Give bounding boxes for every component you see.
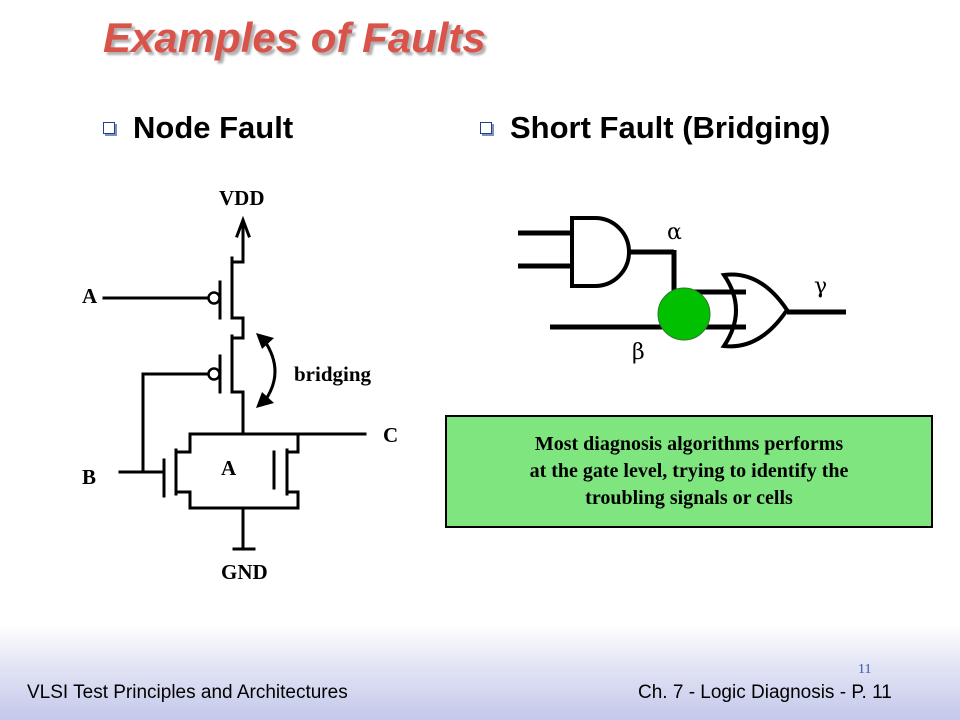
footer-band <box>0 625 960 720</box>
slide-title: Examples of Faults <box>103 14 486 61</box>
bullet-label: Short Fault (Bridging) <box>510 110 831 145</box>
output-c-label: C <box>383 423 399 447</box>
gnd-label: GND <box>221 560 268 584</box>
beta-label: β <box>632 340 645 365</box>
bridging-label: bridging <box>294 362 372 386</box>
and-gate-icon <box>570 216 631 288</box>
pmos-top-bubble <box>207 291 221 305</box>
bullet-node-fault: Node Fault <box>103 110 293 146</box>
or-gate-icon <box>720 272 790 349</box>
note-line: troubling signals or cells <box>585 487 793 509</box>
vdd-label: VDD <box>219 186 265 210</box>
gamma-label: γ <box>814 274 828 299</box>
pmos-bottom-bubble <box>207 367 221 381</box>
nmos-a-label: A <box>221 456 237 480</box>
diagnosis-note-box: Most diagnosis algorithms performs at th… <box>445 415 933 528</box>
bridging-arrowhead-bottom <box>256 392 274 408</box>
bridging-fault-dot <box>657 287 711 341</box>
page-number: 11 <box>858 662 872 677</box>
footer-chapter: Ch. 7 - Logic Diagnosis - P. 11 <box>638 682 892 703</box>
alpha-label: α <box>667 220 682 245</box>
bullet-short-fault: Short Fault (Bridging) <box>480 110 830 146</box>
footer-course-title: VLSI Test Principles and Architectures <box>27 682 348 703</box>
square-bullet-icon <box>103 122 115 134</box>
vdd-arrow-icon <box>235 215 251 238</box>
bridging-arrowhead-top <box>256 333 274 349</box>
input-a-label: A <box>82 284 98 308</box>
square-bullet-icon <box>480 122 492 134</box>
note-line: at the gate level, trying to identify th… <box>529 460 849 482</box>
bullet-label: Node Fault <box>133 110 294 145</box>
input-b-label: B <box>82 465 97 489</box>
note-line: Most diagnosis algorithms performs <box>534 433 844 455</box>
